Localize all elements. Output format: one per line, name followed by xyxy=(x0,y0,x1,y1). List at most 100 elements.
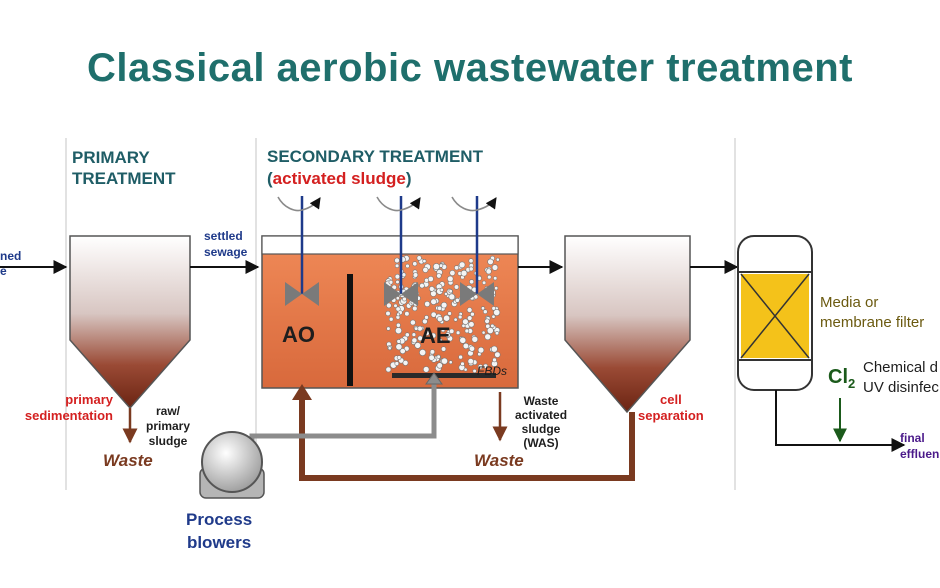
air-bubble xyxy=(443,314,450,322)
air-bubble xyxy=(494,286,499,291)
air-bubble xyxy=(481,330,486,335)
air-bubble xyxy=(482,280,487,285)
inlet-label: ned e xyxy=(0,249,22,278)
process-blowers-label: Process blowers xyxy=(186,510,253,552)
air-bubble xyxy=(436,273,442,279)
air-bubble xyxy=(453,317,458,322)
air-bubble xyxy=(430,298,437,305)
air-bubble xyxy=(494,351,501,358)
air-bubble xyxy=(416,255,422,261)
air-bubble xyxy=(386,302,392,309)
air-bubble xyxy=(399,348,406,355)
air-bubble xyxy=(436,316,443,323)
mixer-ao xyxy=(285,196,319,306)
was-label: Waste activated sludge (WAS) xyxy=(515,394,568,450)
air-bubble xyxy=(441,346,447,352)
air-bubble xyxy=(419,283,425,289)
air-bubble xyxy=(490,345,498,353)
air-bubble xyxy=(458,354,463,360)
air-bubble xyxy=(428,354,435,361)
air-bubble xyxy=(494,331,500,336)
air-riser-arrowhead xyxy=(425,372,443,385)
air-bubble xyxy=(404,332,410,338)
page-title: Classical aerobic wastewater treatment xyxy=(86,46,853,90)
activated-sludge-text: activated sludge xyxy=(272,169,406,188)
air-bubble xyxy=(482,309,488,315)
ae-zone-label: AE xyxy=(420,323,451,348)
air-bubble xyxy=(424,315,429,320)
air-bubble xyxy=(393,303,398,308)
air-bubble xyxy=(464,328,470,334)
air-bubble xyxy=(424,330,430,336)
air-bubble xyxy=(491,264,499,271)
air-bubble xyxy=(468,345,475,352)
air-bubble xyxy=(458,261,466,269)
raw-primary-sludge-label: raw/ primary sludge xyxy=(146,404,191,448)
air-bubble xyxy=(414,342,422,349)
air-bubble xyxy=(412,272,419,278)
process-blower xyxy=(199,431,265,499)
air-bubble xyxy=(448,360,453,365)
air-bubble xyxy=(394,327,402,335)
air-bubble xyxy=(395,279,400,285)
air-bubble xyxy=(411,332,417,337)
cl2-subscript: 2 xyxy=(848,376,856,391)
air-bubble xyxy=(423,366,430,373)
tank-baffle xyxy=(347,274,353,386)
air-bubble xyxy=(449,269,456,276)
air-bubble xyxy=(470,311,475,317)
air-bubble xyxy=(405,263,410,269)
paren-close: ) xyxy=(405,169,412,188)
air-bubble xyxy=(395,296,400,301)
air-bubble xyxy=(388,279,394,285)
air-bubble xyxy=(447,275,454,283)
media-filter-label: Media or membrane filter xyxy=(820,294,925,331)
chemical-uv-label: Chemical d UV disinfec xyxy=(863,359,939,396)
air-bubble xyxy=(394,263,400,268)
air-bubble xyxy=(430,332,437,339)
air-bubble xyxy=(395,343,403,351)
mixer-ae-2 xyxy=(460,196,494,306)
air-bubble xyxy=(412,305,418,312)
media-filter xyxy=(737,235,813,391)
settled-sewage-label: settled sewage xyxy=(204,229,248,259)
air-bubble xyxy=(491,306,496,311)
paren-open: ( xyxy=(267,169,273,188)
air-bubble xyxy=(441,328,446,333)
air-bubble xyxy=(414,326,419,331)
air-bubble xyxy=(493,276,498,281)
effluent-line xyxy=(775,390,906,452)
air-bubble xyxy=(396,312,401,317)
air-bubble xyxy=(429,349,436,355)
air-bubble xyxy=(385,366,392,373)
air-bubble xyxy=(422,266,429,273)
air-bubble xyxy=(436,362,443,369)
air-bubble xyxy=(462,318,469,325)
primary-treatment-heading: PRIMARY TREATMENT xyxy=(72,148,176,188)
air-bubble xyxy=(441,357,448,365)
cl2-text: Cl xyxy=(828,366,848,388)
air-bubble xyxy=(454,265,460,271)
air-bubble xyxy=(422,259,427,264)
air-bubble xyxy=(394,361,400,366)
air-bubble xyxy=(458,314,463,320)
air-bubble xyxy=(448,289,453,294)
air-bubble xyxy=(411,337,418,344)
air-bubble xyxy=(440,301,448,309)
air-bubble xyxy=(487,258,494,265)
air-bubble xyxy=(462,342,470,350)
air-bubble xyxy=(432,263,440,271)
primary-clarifier xyxy=(69,235,191,410)
air-bubble xyxy=(468,258,474,264)
air-bubble xyxy=(492,357,497,363)
air-bubble xyxy=(463,367,468,372)
air-bubble xyxy=(444,332,451,338)
air-bubble xyxy=(490,323,495,329)
air-bubble xyxy=(439,263,444,268)
air-bubble xyxy=(388,316,394,322)
air-bubble xyxy=(486,327,494,334)
return-sludge-arrowhead xyxy=(292,384,312,400)
air-bubble xyxy=(484,318,490,324)
air-bubble xyxy=(437,338,443,344)
